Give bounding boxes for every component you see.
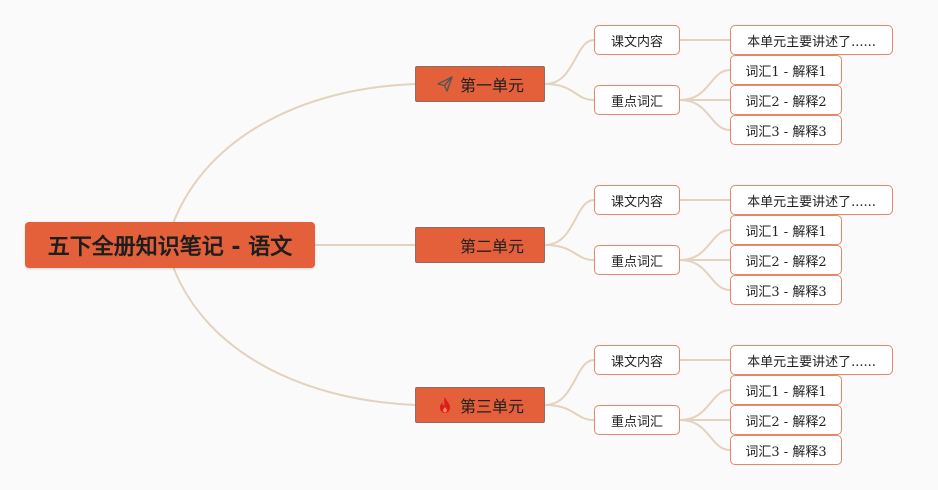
unit-3-content-node[interactable]: 课文内容 bbox=[594, 345, 680, 375]
vocab-text: 词汇2 - 解释2 bbox=[745, 254, 827, 270]
vocab-text: 词汇2 - 解释2 bbox=[745, 94, 827, 110]
unit-3-label: 第三单元 bbox=[459, 397, 524, 416]
unit-2-content-label: 课文内容 bbox=[610, 194, 663, 210]
unit-2-node[interactable]: 第二单元 bbox=[415, 227, 545, 263]
vocab-text: 词汇1 - 解释1 bbox=[745, 224, 827, 240]
connector-root-unit1 bbox=[169, 83, 416, 233]
root-topic[interactable]: 五下全册知识笔记 - 语文 bbox=[25, 222, 315, 268]
vocab-text: 词汇2 - 解释2 bbox=[745, 414, 827, 430]
connector-root-unit3 bbox=[169, 257, 416, 406]
unit-1-vocab-node[interactable]: 重点词汇 bbox=[594, 85, 680, 115]
unit-3-vocab-item-1[interactable]: 词汇1 - 解释1 bbox=[730, 375, 842, 405]
unit-3-node[interactable]: 第三单元 bbox=[415, 387, 545, 423]
paper-plane-icon bbox=[436, 75, 454, 93]
unit-1-content-label: 课文内容 bbox=[610, 34, 663, 50]
vocab-text: 词汇1 - 解释1 bbox=[745, 384, 827, 400]
unit-3-vocab-item-3[interactable]: 词汇3 - 解释3 bbox=[730, 435, 842, 465]
root-title: 五下全册知识笔记 - 语文 bbox=[47, 235, 293, 260]
unit-1-vocab-item-2[interactable]: 词汇2 - 解释2 bbox=[730, 85, 842, 115]
unit-1-content-node[interactable]: 课文内容 bbox=[594, 25, 680, 55]
flame-icon bbox=[436, 396, 454, 414]
unit-2-vocab-label: 重点词汇 bbox=[610, 254, 663, 270]
unit-3-vocab-label: 重点词汇 bbox=[610, 414, 663, 430]
vocab-text: 词汇3 - 解释3 bbox=[745, 124, 827, 140]
unit-3-content-label: 课文内容 bbox=[610, 354, 663, 370]
unit-3-content-text[interactable]: 本单元主要讲述了...... bbox=[730, 345, 893, 375]
unit-1-vocab-item-3[interactable]: 词汇3 - 解释3 bbox=[730, 115, 842, 145]
unit-2-content-node[interactable]: 课文内容 bbox=[594, 185, 680, 215]
unit-2-vocab-item-3[interactable]: 词汇3 - 解释3 bbox=[730, 275, 842, 305]
unit-2-content-text[interactable]: 本单元主要讲述了...... bbox=[730, 185, 893, 215]
unit-3-vocab-node[interactable]: 重点词汇 bbox=[594, 405, 680, 435]
unit-3-content-desc: 本单元主要讲述了...... bbox=[747, 354, 876, 370]
unit-1-vocab-label: 重点词汇 bbox=[610, 94, 663, 110]
unit-2-label: 第二单元 bbox=[459, 237, 524, 256]
unit-2-vocab-node[interactable]: 重点词汇 bbox=[594, 245, 680, 275]
unit-1-node[interactable]: 第一单元 bbox=[415, 66, 545, 102]
vocab-text: 词汇1 - 解释1 bbox=[745, 64, 827, 80]
unit-2-vocab-item-1[interactable]: 词汇1 - 解释1 bbox=[730, 215, 842, 245]
unit-2-content-desc: 本单元主要讲述了...... bbox=[747, 194, 876, 210]
vocab-text: 词汇3 - 解释3 bbox=[745, 284, 827, 300]
unit-3-vocab-item-2[interactable]: 词汇2 - 解释2 bbox=[730, 405, 842, 435]
vocab-text: 词汇3 - 解释3 bbox=[745, 444, 827, 460]
unit-1-content-text[interactable]: 本单元主要讲述了...... bbox=[730, 25, 893, 55]
unit-1-content-desc: 本单元主要讲述了...... bbox=[747, 34, 876, 50]
unit-1-label: 第一单元 bbox=[459, 76, 524, 95]
unit-1-vocab-item-1[interactable]: 词汇1 - 解释1 bbox=[730, 55, 842, 85]
blank-icon bbox=[436, 236, 454, 254]
unit-2-vocab-item-2[interactable]: 词汇2 - 解释2 bbox=[730, 245, 842, 275]
